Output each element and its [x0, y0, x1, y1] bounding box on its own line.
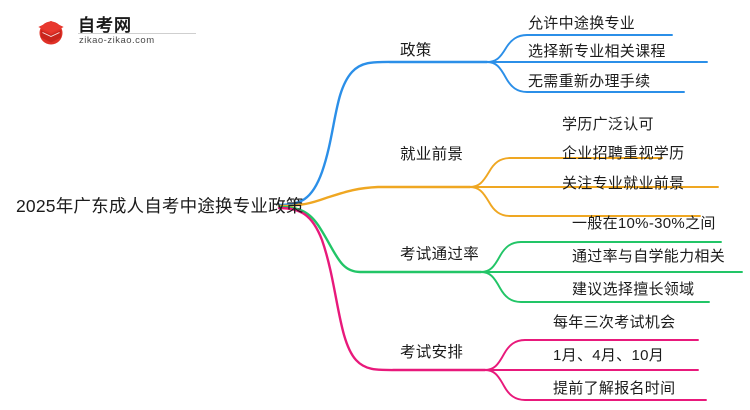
- branch-label-passrate[interactable]: 考试通过率: [400, 246, 480, 263]
- branch-label-career[interactable]: 就业前景: [400, 146, 464, 163]
- subtrunk-passrate-1: [480, 241, 722, 273]
- trunk-policy: [277, 60, 489, 207]
- site-logo: 自考网 zikao-zikao.com: [30, 10, 200, 54]
- leaf-schedule-1[interactable]: 每年三次考试机会: [553, 314, 676, 331]
- logo-name-cn: 自考网: [78, 16, 132, 35]
- subtrunk-schedule-3: [484, 369, 707, 401]
- branch-label-policy[interactable]: 政策: [400, 42, 432, 59]
- leaf-schedule-2[interactable]: 1月、4月、10月: [553, 347, 665, 364]
- leaf-policy-2[interactable]: 选择新专业相关课程: [528, 43, 666, 60]
- logo-url: zikao-zikao.com: [79, 35, 155, 46]
- graduation-cap-icon: [38, 16, 64, 48]
- trunk-career: [277, 185, 472, 208]
- leaf-policy-1[interactable]: 允许中途换专业: [528, 15, 636, 32]
- leaf-career-3[interactable]: 关注专业就业前景: [562, 175, 685, 192]
- leaf-schedule-3[interactable]: 提前了解报名时间: [553, 380, 676, 397]
- subtrunk-career-3: [469, 186, 701, 217]
- branch-label-schedule[interactable]: 考试安排: [400, 344, 464, 361]
- logo-divider: [78, 33, 196, 34]
- subtrunk-policy-3: [486, 61, 685, 93]
- subtrunk-schedule-1: [484, 339, 699, 371]
- leaf-passrate-2[interactable]: 通过率与自学能力相关: [572, 248, 726, 265]
- leaf-passrate-1[interactable]: 一般在10%-30%之间: [572, 215, 716, 232]
- leaf-career-2[interactable]: 企业招聘重视学历: [562, 145, 685, 162]
- subtrunk-career-1: [469, 157, 663, 188]
- leaf-passrate-3[interactable]: 建议选择擅长领域: [572, 281, 695, 298]
- subtrunk-passrate-3: [480, 271, 710, 303]
- trunk-passrate: [277, 205, 483, 274]
- trunk-schedule: [277, 206, 487, 372]
- leaf-career-1[interactable]: 学历广泛认可: [562, 116, 654, 133]
- leaf-policy-3[interactable]: 无需重新办理手续: [528, 73, 651, 90]
- subtrunk-policy-1: [486, 34, 673, 63]
- root-node[interactable]: 2025年广东成人自考中途换专业政策: [16, 196, 304, 216]
